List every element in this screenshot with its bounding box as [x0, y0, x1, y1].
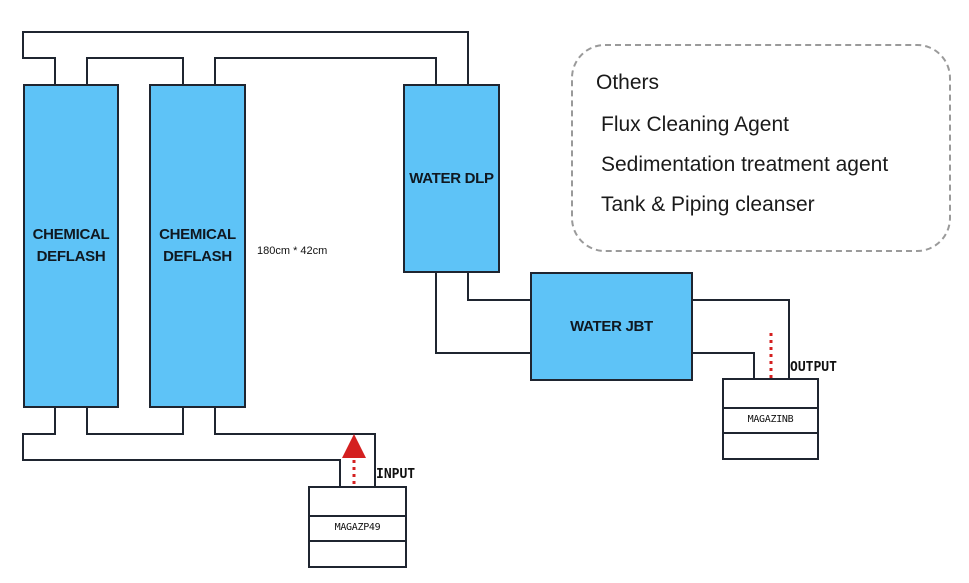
magazine-label: MAGAZINB: [747, 414, 794, 425]
input-label: INPUT: [376, 467, 416, 482]
pipe-jbt-output-upper: [693, 299, 790, 378]
tank-water-jbt: WATER JBT: [530, 272, 693, 381]
output-magazine: MAGAZINB: [722, 378, 819, 460]
pipe-dlp-jbt-upper: [467, 273, 530, 301]
tank-water-dlp: WATER DLP: [403, 84, 500, 273]
pipe-dlp-jbt-lower: [435, 273, 530, 354]
others-panel: Others Flux Cleaning Agent Sedimentation…: [571, 44, 951, 252]
dimension-label: 180cm * 42cm: [257, 245, 328, 257]
others-title: Others: [596, 71, 660, 94]
input-magazine: MAGAZP49: [308, 486, 407, 568]
tank-chemical-deflash-1: CHEMICAL DEFLASH: [23, 84, 119, 408]
pipe-top-inner-2: [214, 57, 437, 84]
pipe-jbt-output-lower: [693, 352, 755, 378]
tank-label: WATER JBT: [570, 317, 653, 335]
pipe-top-outer: [22, 31, 469, 84]
magazine-slot: [724, 432, 817, 434]
others-item: Flux Cleaning Agent: [601, 113, 789, 136]
pipe-top-inner: [86, 57, 184, 84]
magazine-slot: [724, 407, 817, 409]
others-item: Tank & Piping cleanser: [601, 193, 815, 216]
tank-label: WATER DLP: [409, 169, 494, 187]
tank-label: CHEMICAL DEFLASH: [159, 226, 236, 265]
pipe-bottom-outer: [22, 408, 341, 486]
tank-chemical-deflash-2: CHEMICAL DEFLASH: [149, 84, 246, 408]
magazine-slot: [310, 515, 405, 517]
tank-label: CHEMICAL DEFLASH: [32, 226, 110, 265]
output-label: OUTPUT: [790, 360, 837, 375]
pipe-bottom-inner: [86, 408, 184, 435]
pipe-bottom-inner-2: [214, 408, 376, 486]
magazine-label: MAGAZP49: [334, 522, 381, 533]
others-item: Sedimentation treatment agent: [601, 153, 889, 176]
magazine-slot: [310, 540, 405, 542]
